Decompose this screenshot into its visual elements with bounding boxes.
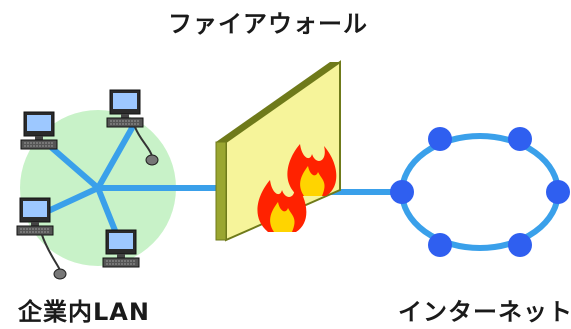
mouse-icon — [145, 154, 159, 166]
mouse-cord — [41, 234, 61, 271]
internet-ring — [390, 127, 570, 257]
lan-label: 企業内LAN — [18, 298, 150, 326]
mouse-cord — [134, 126, 153, 157]
desktop-computer-icon — [106, 89, 144, 128]
desktop-computer-icon — [102, 229, 140, 268]
mouse-icon — [53, 268, 67, 280]
network-node-icon — [508, 127, 532, 151]
desktop-computer-icon — [20, 111, 58, 150]
network-node-icon — [390, 180, 414, 204]
internet-label: インターネット — [398, 298, 571, 326]
network-node-icon — [546, 180, 570, 204]
desktop-computer-icon — [16, 197, 54, 236]
network-node-icon — [428, 233, 452, 257]
firewall-label: ファイアウォール — [168, 10, 368, 38]
network-node-icon — [508, 233, 532, 257]
network-node-icon — [428, 127, 452, 151]
